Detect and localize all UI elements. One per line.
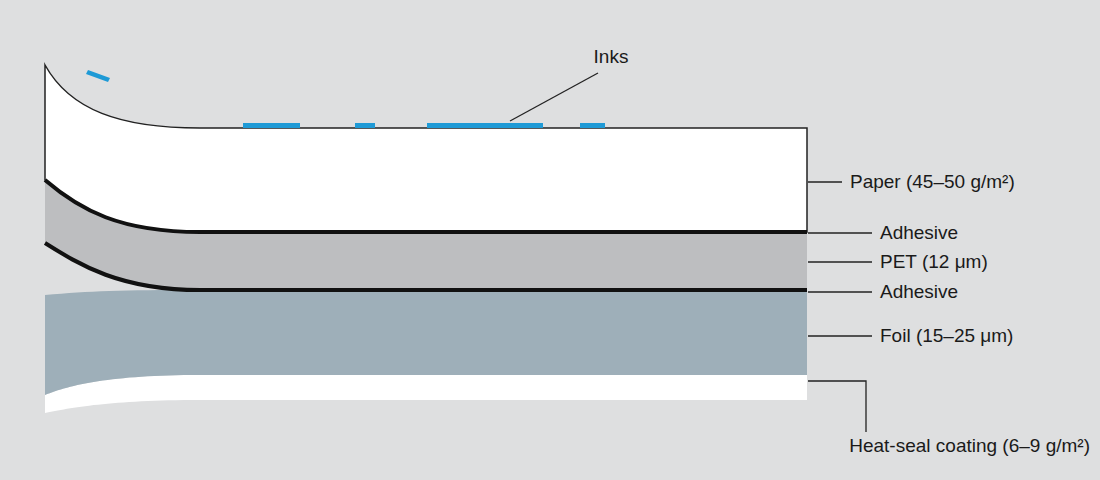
- foil-layer: [45, 290, 807, 395]
- layer-label: Adhesive: [880, 282, 958, 303]
- layer-label: Adhesive: [880, 223, 958, 244]
- leader-lines: [510, 73, 872, 432]
- layer-label: Foil (15–25 μm): [880, 326, 1013, 347]
- layer-label: PET (12 μm): [880, 252, 988, 273]
- layer-label: Paper (45–50 g/m²): [850, 172, 1015, 193]
- adhesive-line: [45, 180, 807, 232]
- ink-marks: [86, 70, 605, 128]
- layer-label: Inks: [594, 47, 629, 68]
- paper-layer: [45, 65, 807, 232]
- heat-seal-layer: [45, 375, 807, 413]
- adhesive-line: [45, 243, 807, 290]
- layer-label: Heat-seal coating (6–9 g/m²): [849, 436, 1090, 457]
